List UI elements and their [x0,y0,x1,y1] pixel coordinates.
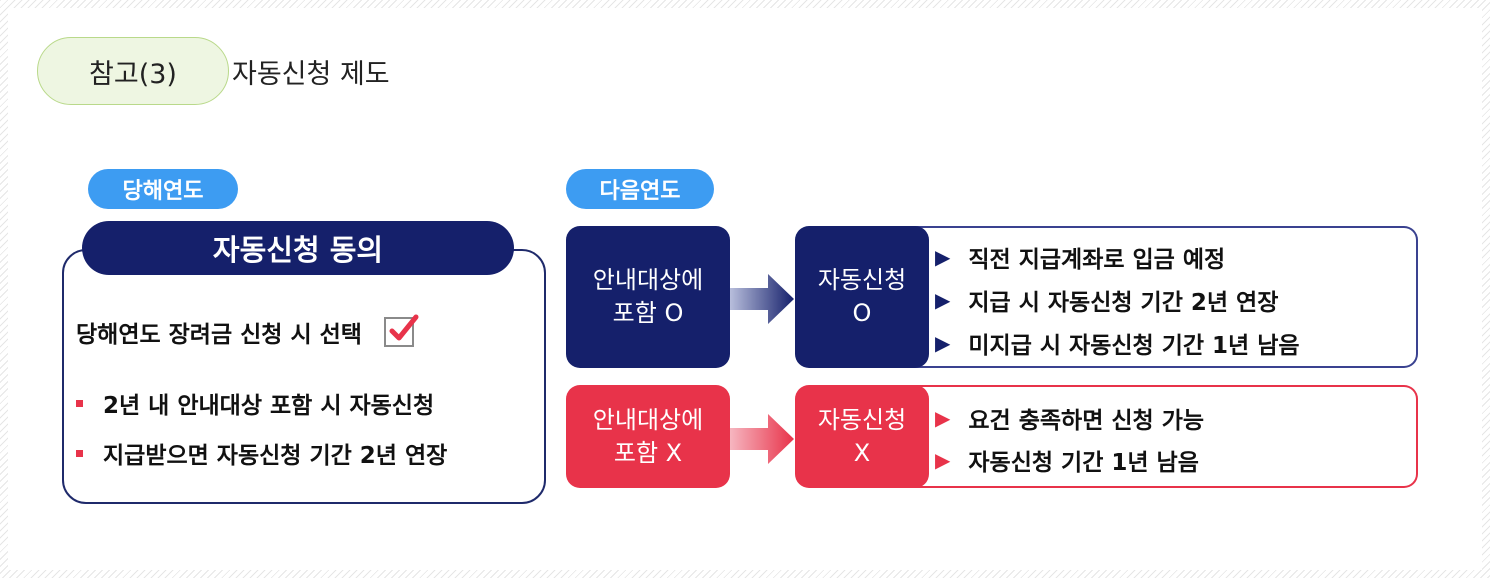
auto-apply-no-box: 자동신청 X [795,385,929,488]
included-results-panel: ▶ 직전 지급계좌로 입금 예정 ▶ 지급 시 자동신청 기간 2년 연장 ▶ 미지급… [900,226,1418,368]
bullet-text: 2년 내 안내대상 포함 시 자동신청 [103,393,435,419]
result-text: 요건 충족하면 신청 가능 [968,408,1205,434]
current-year-tag: 당해연도 [88,169,238,209]
group-label-line1: 안내대상에 [592,405,704,434]
bullet-square-icon [76,449,83,457]
triangle-right-icon: ▶ [935,406,951,430]
result-text: 자동신청 기간 1년 남음 [968,450,1199,476]
group-label-line2: 포함 X [613,438,683,467]
auto-label-line1: 자동신청 [817,405,907,434]
result-text: 직전 지급계좌로 입금 예정 [968,247,1226,273]
triangle-right-icon: ▶ [935,245,951,269]
auto-apply-yes-box: 자동신청 O [795,226,929,368]
triangle-right-icon: ▶ [935,288,951,312]
consent-title-bar: 자동신청 동의 [82,221,514,275]
result-item: ▶ 지급 시 자동신청 기간 2년 연장 [935,283,1278,317]
select-line: 당해연도 장려금 신청 시 선택 [76,314,419,349]
bullet-item: 2년 내 안내대상 포함 시 자동신청 [76,386,434,420]
group-label-line2: 포함 O [612,299,684,327]
right-arrow-icon [730,414,794,464]
bullet-square-icon [76,399,83,407]
group-label-line1: 안내대상에 [592,266,704,294]
current-year-panel [62,249,546,504]
auto-label-line2: O [852,299,872,327]
reference-label: 참고(3) [89,58,177,90]
result-text: 지급 시 자동신청 기간 2년 연장 [968,290,1279,316]
bullet-item: 지급받으면 자동신청 기간 2년 연장 [76,436,447,470]
included-group-box: 안내대상에 포함 O [566,226,730,368]
auto-label-line1: 자동신청 [817,266,907,294]
excluded-group-box: 안내대상에 포함 X [566,385,730,488]
result-text: 미지급 시 자동신청 기간 1년 남음 [968,333,1300,359]
auto-label-line2: X [853,438,871,467]
result-item: ▶ 자동신청 기간 1년 남음 [935,443,1199,477]
result-item: ▶ 요건 충족하면 신청 가능 [935,401,1204,435]
result-item: ▶ 직전 지급계좌로 입금 예정 [935,240,1225,274]
bullet-text: 지급받으면 자동신청 기간 2년 연장 [103,443,448,469]
consent-title: 자동신청 동의 [212,233,384,267]
reference-badge: 참고(3) [37,37,229,105]
select-line-text: 당해연도 장려금 신청 시 선택 [76,322,362,348]
triangle-right-icon: ▶ [935,331,951,355]
excluded-results-panel: ▶ 요건 충족하면 신청 가능 ▶ 자동신청 기간 1년 남음 [900,385,1418,488]
next-year-tag: 다음연도 [566,169,714,209]
right-arrow-icon [730,274,794,324]
page-title: 자동신청 제도 [232,59,390,90]
checked-checkbox-icon [383,314,419,347]
result-item: ▶ 미지급 시 자동신청 기간 1년 남음 [935,326,1300,360]
triangle-right-icon: ▶ [935,448,951,472]
